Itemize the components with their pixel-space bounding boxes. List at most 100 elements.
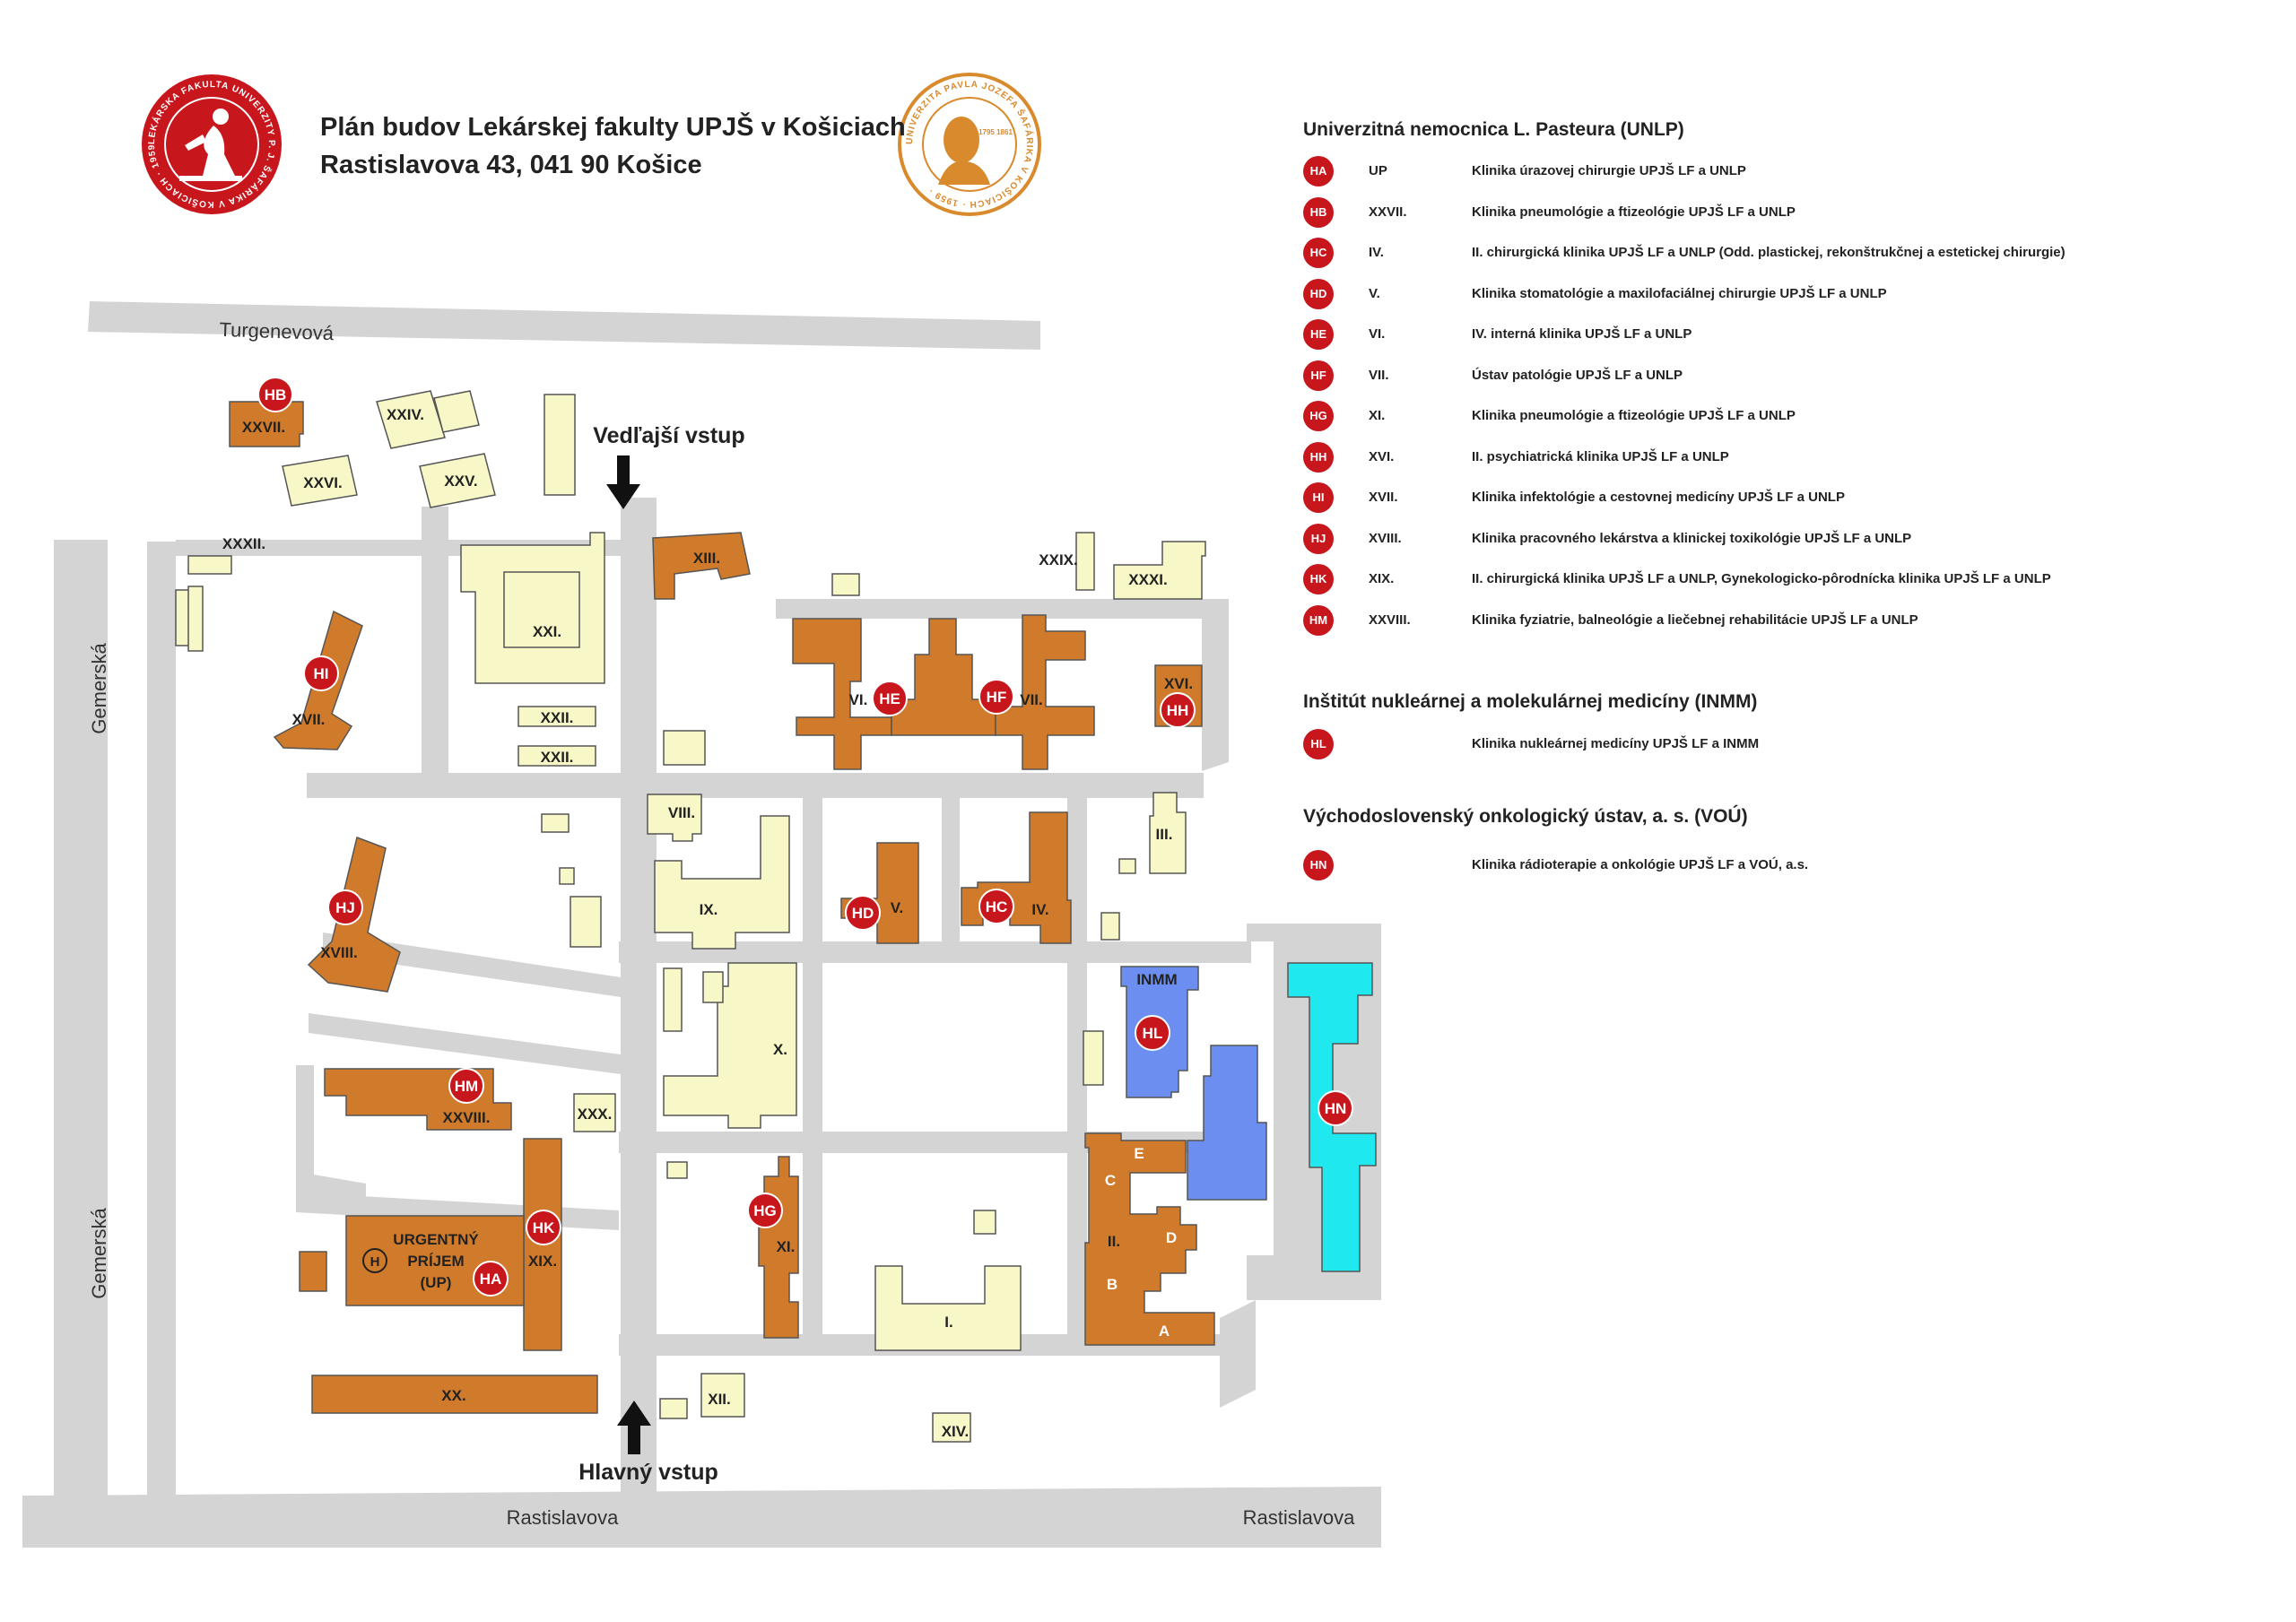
main-entrance-arrow-icon: [617, 1401, 651, 1454]
marker-hd[interactable]: HD: [845, 895, 881, 931]
marker-hc[interactable]: HC: [978, 889, 1014, 924]
marker-circle: [448, 1068, 484, 1104]
seal-gold-ring: [922, 97, 1017, 192]
building-IX-shape: [654, 815, 790, 950]
marker-hk[interactable]: HK: [526, 1210, 561, 1245]
label-XX: XX.: [441, 1387, 465, 1404]
marker-hn[interactable]: HN: [1318, 1090, 1353, 1126]
marker-label: HC: [986, 898, 1008, 915]
building-small-g: [1083, 1030, 1104, 1086]
building-XXIX-shape: [1075, 532, 1095, 591]
marker-hf[interactable]: HF: [978, 679, 1014, 715]
marker-label: HA: [480, 1271, 502, 1288]
label-III: III.: [1156, 826, 1173, 843]
markers[interactable]: HA HB HC HD HE HF HG HH HI HJ HK HL HM HN: [257, 377, 1353, 1297]
marker-label: HH: [1167, 702, 1189, 719]
building-small-f: [1100, 912, 1120, 941]
legend-badge: HJ: [1303, 523, 1334, 554]
building-VIII-shape: [647, 794, 702, 842]
building-small-top-right: [831, 573, 860, 596]
legend-building-code: XVII.: [1369, 490, 1398, 505]
marker-ha[interactable]: HA: [473, 1261, 509, 1297]
label-XXVIII: XXVIII.: [443, 1109, 491, 1126]
road-upper-bend: [422, 507, 448, 773]
legend-badge: HE: [1303, 319, 1334, 350]
marker-hg[interactable]: HG: [747, 1193, 783, 1228]
legend-description: Klinika pneumológie a ftizeológie UPJŠ L…: [1472, 204, 1796, 220]
legend-description: Klinika pracovného lekárstva a klinickej…: [1472, 530, 1912, 546]
legend-description: Klinika úrazovej chirurgie UPJŠ LF a UNL…: [1472, 163, 1746, 178]
building-INMM: [1120, 966, 1267, 1201]
building-VII-shape: [995, 614, 1095, 770]
legend-description: Klinika rádioterapie a onkológie UPJŠ LF…: [1472, 857, 1809, 872]
legend-description: Klinika nukleárnej medicíny UPJŠ LF a IN…: [1472, 736, 1760, 751]
marker-label: HN: [1325, 1100, 1347, 1117]
legend-badge: HK: [1303, 564, 1334, 594]
marker-hj[interactable]: HJ: [327, 889, 363, 925]
label-XIV: XIV.: [942, 1423, 970, 1440]
legend-description: Klinika stomatológie a maxilofaciálnej c…: [1472, 285, 1887, 301]
road-v-720: [639, 963, 653, 1340]
road-v-1055: [942, 794, 960, 955]
label-XXIV: XXIV.: [387, 406, 424, 423]
legend-building-code: VI.: [1369, 326, 1386, 342]
marker-label: HG: [753, 1202, 777, 1219]
side-entrance-label: Vedľajší vstup: [593, 423, 744, 448]
legend-description: Ústav patológie UPJŠ LF a UNLP: [1472, 367, 1683, 383]
marker-hb[interactable]: HB: [257, 377, 293, 412]
marker-hi[interactable]: HI: [303, 655, 339, 691]
seal-gold-years: 1795 1861: [978, 128, 1013, 136]
road-cross-upper: [307, 773, 1204, 798]
legend-building-code: VII.: [1369, 367, 1389, 383]
building-X-left: [663, 967, 683, 1032]
label-urgent-1: URGENTNÝ: [393, 1231, 479, 1248]
legend-badge: HC: [1303, 238, 1334, 268]
label-XVI: XVI.: [1164, 675, 1193, 692]
marker-label: HB: [265, 386, 287, 403]
road-v-905: [803, 794, 822, 1345]
label-II: II.: [1108, 1233, 1120, 1250]
label-sub-D: D: [1166, 1229, 1177, 1246]
road-right-loop: [1202, 601, 1229, 771]
label-XXVI: XXVI.: [303, 474, 342, 491]
legend-badge: HH: [1303, 441, 1334, 473]
label-XIII: XIII.: [693, 550, 720, 567]
marker-circle: [303, 655, 339, 691]
legend-badge: HA: [1303, 156, 1334, 186]
seal-red-figure-icon: [179, 108, 242, 181]
building-VI-connector: [891, 618, 996, 736]
legend-building-code: IV.: [1369, 245, 1384, 260]
label-XXX: XXX.: [578, 1106, 613, 1123]
label-sub-C: C: [1105, 1172, 1116, 1189]
legend-description: Klinika infektológie a cestovnej medicín…: [1472, 490, 1845, 505]
legend-badge: HB: [1303, 196, 1334, 228]
marker-he[interactable]: HE: [872, 681, 908, 716]
marker-hl[interactable]: HL: [1135, 1015, 1170, 1051]
building-XIII-shape: [652, 532, 751, 600]
marker-hh[interactable]: HH: [1160, 692, 1196, 728]
marker-hm[interactable]: HM: [448, 1068, 484, 1104]
legend-building-code: XVI.: [1369, 448, 1395, 464]
helipad-icon: [362, 1248, 387, 1273]
seal-gold-portrait-icon: [938, 117, 990, 185]
label-XI: XI.: [777, 1238, 796, 1255]
label-VIII: VIII.: [668, 804, 695, 821]
page-title-line2: Rastislavova 43, 041 90 Košice: [320, 151, 702, 179]
legend-building-code: V.: [1369, 285, 1380, 301]
road-left-vertical: [147, 542, 176, 1496]
